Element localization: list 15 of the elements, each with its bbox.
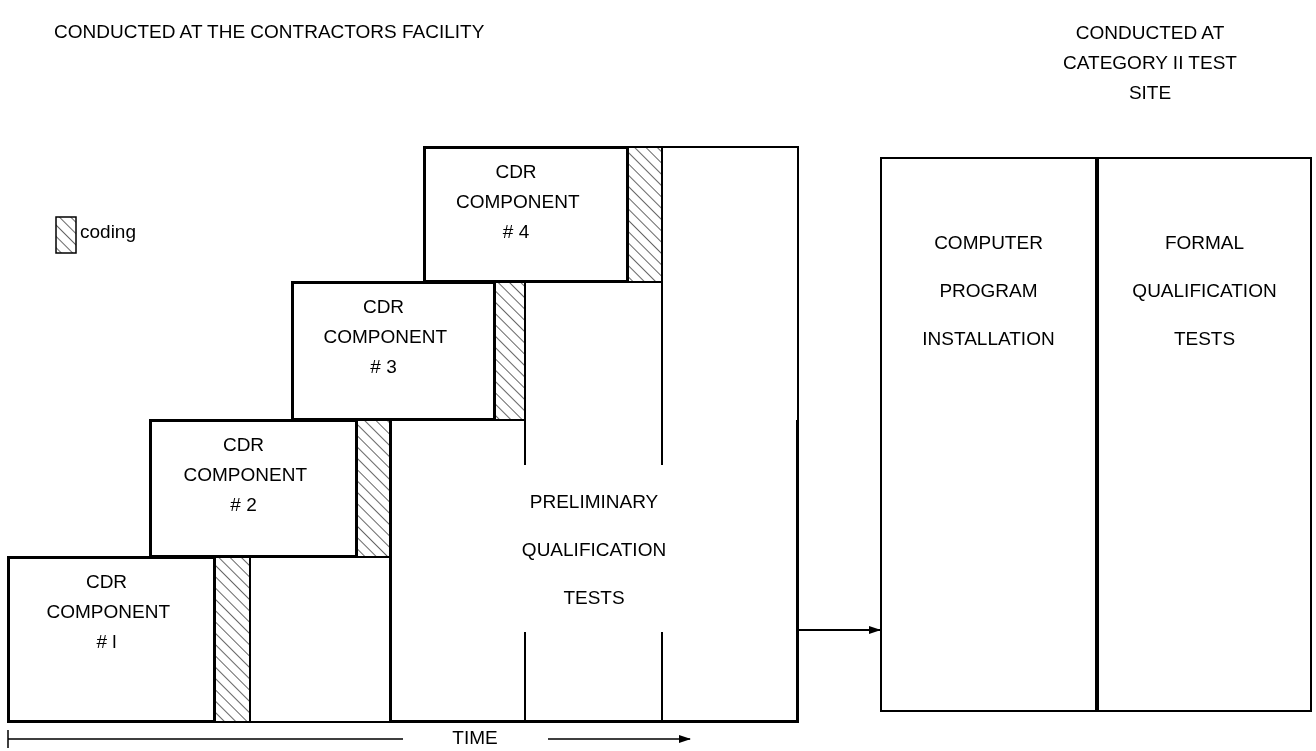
section-heading: CONDUCTED AT CATEGORY II TEST SITE (1062, 21, 1238, 105)
arrow (797, 626, 881, 634)
component-box (424, 147, 628, 282)
phase-box (1097, 157, 1312, 712)
component-box (8, 557, 215, 722)
axis-label: TIME (451, 726, 499, 750)
node-text: FORMAL QUALIFICATION TESTS (1131, 231, 1278, 351)
node-text: COMPUTER PROGRAM INSTALLATION (921, 231, 1056, 351)
component-box (150, 420, 357, 557)
component-box (292, 282, 495, 420)
legend-label: coding (80, 220, 136, 244)
phase-box (880, 157, 1097, 712)
section-heading: CONDUCTED AT THE CONTRACTORS FACILITY (54, 20, 485, 44)
test-phase-region (390, 420, 798, 722)
node-text: PRELIMINARY QUALIFICATION TESTS (520, 490, 668, 610)
